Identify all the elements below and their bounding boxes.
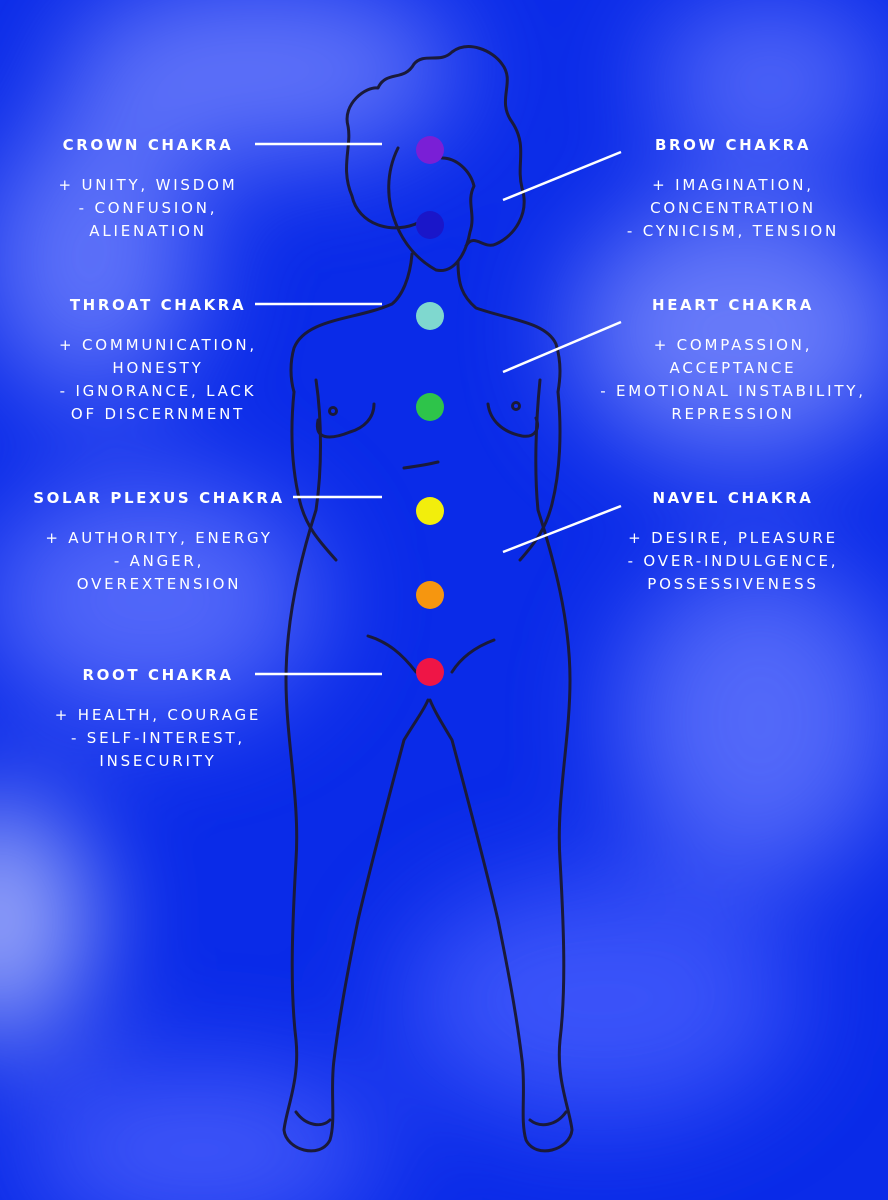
- left-breast: [315, 402, 376, 439]
- chakra-line: ACCEPTANCE: [669, 359, 797, 377]
- chakra-dot-throat: [416, 302, 444, 330]
- label-heart: HEART CHAKRA + COMPASSION, ACCEPTANCE - …: [578, 296, 888, 426]
- chakra-line: ALIENATION: [89, 222, 207, 240]
- chakra-line: - CONFUSION,: [78, 199, 218, 217]
- chakra-dot-crown: [416, 136, 444, 164]
- chakra-title: CROWN CHAKRA: [62, 136, 234, 154]
- chakra-title: NAVEL CHAKRA: [652, 489, 814, 507]
- right-foot: [528, 1110, 568, 1127]
- torso-left: [282, 378, 430, 1153]
- chakra-line: POSSESSIVENESS: [647, 575, 819, 593]
- label-brow: BROW CHAKRA + IMAGINATION, CONCENTRATION…: [588, 136, 878, 243]
- label-crown: CROWN CHAKRA + UNITY, WISDOM - CONFUSION…: [38, 136, 258, 243]
- chakra-line: REPRESSION: [671, 405, 795, 423]
- chakra-title: THROAT CHAKRA: [69, 296, 247, 314]
- left-foot: [294, 1110, 332, 1127]
- left-hip-crease: [366, 634, 418, 674]
- hair-outline: [345, 45, 526, 248]
- chakra-line: + IMAGINATION,: [652, 176, 814, 194]
- chakra-title: BROW CHAKRA: [654, 136, 812, 154]
- chakra-line: - ANGER,: [113, 552, 205, 570]
- right-hip-crease: [450, 638, 496, 674]
- leader-heart: [502, 320, 622, 374]
- leader-brow: [502, 150, 622, 202]
- chakra-dot-solar-plexus: [416, 497, 444, 525]
- chakra-dot-heart: [416, 393, 444, 421]
- chakra-line: + COMPASSION,: [653, 336, 813, 354]
- chakra-title: ROOT CHAKRA: [82, 666, 234, 684]
- neck-left: [289, 252, 414, 394]
- right-arm: [518, 390, 562, 562]
- chakra-line: - SELF-INTEREST,: [70, 729, 245, 747]
- chakra-line: + HEALTH, COURAGE: [54, 706, 262, 724]
- chakra-dot-navel: [416, 581, 444, 609]
- chakra-line: + UNITY, WISDOM: [58, 176, 238, 194]
- leader-navel: [502, 504, 622, 554]
- chakra-line: - CYNICISM, TENSION: [626, 222, 840, 240]
- chakra-line: + AUTHORITY, ENERGY: [45, 529, 273, 547]
- chakra-dot-brow: [416, 211, 444, 239]
- left-arm: [290, 390, 338, 562]
- left-nipple: [328, 406, 338, 416]
- right-nipple: [511, 401, 521, 411]
- label-solar-plexus: SOLAR PLEXUS CHAKRA + AUTHORITY, ENERGY …: [14, 489, 304, 596]
- chakra-line: HONESTY: [112, 359, 204, 377]
- face-outline: [387, 146, 476, 272]
- chakra-title: SOLAR PLEXUS CHAKRA: [33, 489, 285, 507]
- chakra-line: - EMOTIONAL INSTABILITY,: [600, 382, 866, 400]
- chakra-dot-root: [416, 658, 444, 686]
- chakra-line: OF DISCERNMENT: [70, 405, 246, 423]
- chakra-line: CONCENTRATION: [650, 199, 816, 217]
- navel-line: [402, 460, 440, 470]
- torso-right: [428, 378, 574, 1153]
- label-throat: THROAT CHAKRA + COMMUNICATION, HONESTY -…: [20, 296, 296, 426]
- neck-right: [456, 260, 562, 394]
- chakra-line: + DESIRE, PLEASURE: [628, 529, 838, 547]
- chakra-dots: [416, 136, 444, 686]
- chakra-line: - IGNORANCE, LACK: [59, 382, 257, 400]
- chakra-line: INSECURITY: [99, 752, 217, 770]
- label-navel: NAVEL CHAKRA + DESIRE, PLEASURE - OVER-I…: [588, 489, 878, 596]
- label-root: ROOT CHAKRA + HEALTH, COURAGE - SELF-INT…: [38, 666, 278, 773]
- right-breast: [486, 402, 539, 438]
- chakra-line: + COMMUNICATION,: [59, 336, 257, 354]
- chakra-title: HEART CHAKRA: [652, 296, 814, 314]
- chakra-line: OVEREXTENSION: [76, 575, 242, 593]
- leader-lines: [255, 142, 622, 676]
- chakra-line: - OVER-INDULGENCE,: [627, 552, 839, 570]
